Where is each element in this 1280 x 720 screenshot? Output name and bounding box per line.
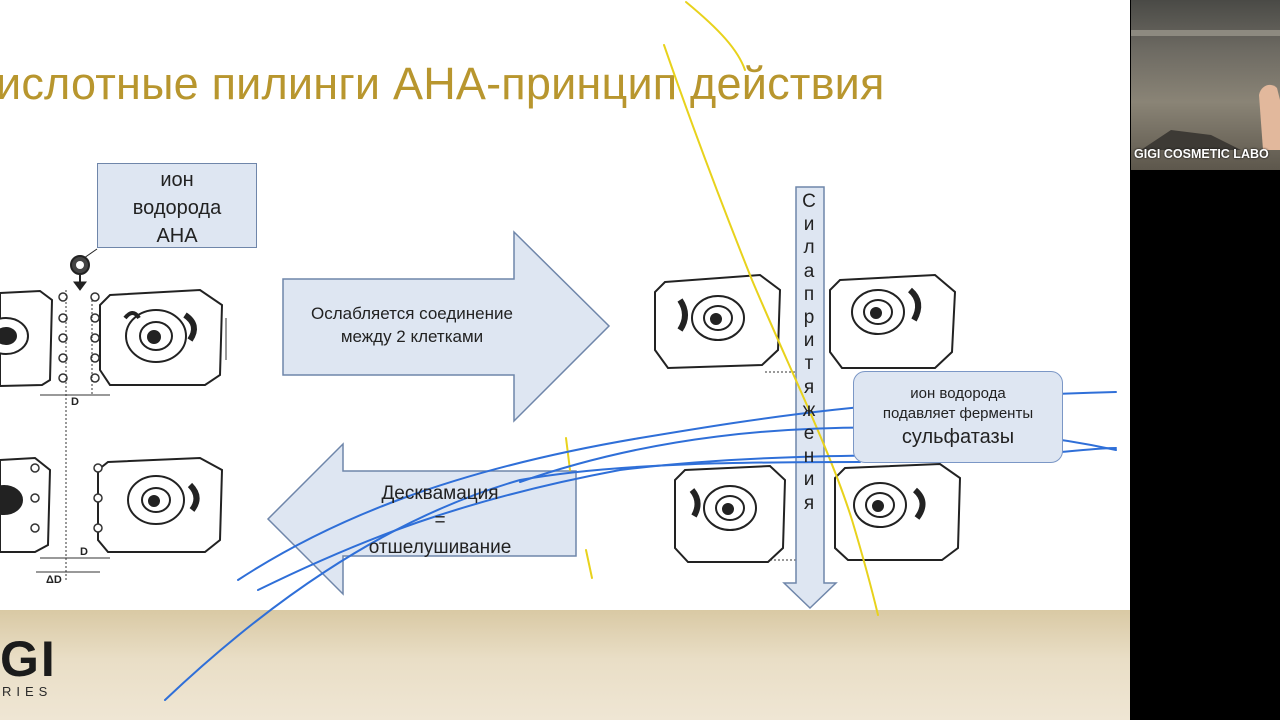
cell-cluster-right: [654, 273, 962, 563]
distance-label-d2: D: [80, 546, 88, 558]
vertical-letter: н: [803, 446, 815, 468]
enzyme-box-line1: ион водорода: [910, 385, 1006, 402]
arrow-right-line1: Ослабляется соединение: [311, 304, 513, 323]
vertical-letter: и: [803, 214, 815, 236]
ion-box-line2: водорода: [132, 197, 222, 219]
arrow-left-line2: =: [434, 510, 446, 531]
arrow-left-line3: отшелушивание: [368, 537, 512, 558]
video-feed-shapes: [1131, 30, 1280, 150]
vertical-letter: л: [803, 237, 815, 259]
cell-cluster-left: [0, 288, 224, 553]
vertical-letter: ж: [802, 399, 816, 421]
ion-box-line3: АНА: [156, 225, 198, 247]
arrow-left-shape: [266, 442, 577, 596]
enzyme-box-line2: подавляет ферменты: [882, 405, 1034, 422]
vertical-letter: е: [803, 423, 815, 445]
participant-video-tile[interactable]: [1131, 0, 1280, 170]
hydrogen-ion: [70, 248, 98, 291]
vertical-letter: С: [802, 191, 816, 212]
vertical-label: С и л а п р и т я ж е н и я: [797, 190, 821, 515]
enzyme-box-line3: сульфатазы: [901, 426, 1015, 448]
measure-lines-right: [765, 371, 800, 561]
vertical-letter: и: [803, 469, 815, 491]
participant-name: GIGI COSMETIC LABO: [1134, 147, 1269, 161]
desmosome-dots-left: [30, 292, 103, 533]
arrow-right-label: Ослабляется соединение между 2 клетками: [292, 302, 532, 348]
brand-logo: GI: [0, 631, 57, 687]
vertical-letter: я: [803, 376, 815, 398]
distance-label-d1: D: [71, 396, 79, 408]
arrow-down-shape: [782, 186, 838, 610]
arrow-right-shape: [282, 230, 611, 423]
arrow-left-line1: Десквамация: [381, 483, 499, 504]
distance-label-delta: ΔD: [46, 574, 62, 586]
hydrogen-ion-label-box: ион водорода АНА: [97, 163, 257, 248]
diagram-drawing: [0, 1, 1117, 701]
footer-band: [0, 610, 1130, 720]
yellow-pen-annotations: [565, 1, 879, 616]
enzyme-label-box: ион водорода подавляет ферменты сульфата…: [853, 371, 1063, 463]
arrow-right-line2: между 2 клетками: [340, 327, 484, 346]
slide-title: ислотные пилинги АНА-принцип действия: [0, 58, 885, 109]
vertical-letter: п: [803, 283, 815, 305]
vertical-letter: и: [803, 330, 815, 352]
measure-lines-left: [36, 290, 227, 580]
brand-logo-subtext: RIES: [2, 684, 53, 699]
ion-box-line1: ион: [160, 169, 194, 191]
vertical-letter: р: [803, 307, 815, 329]
arrow-left-label: Десквамация = отшелушивание: [345, 480, 535, 561]
vertical-letter: я: [803, 492, 815, 514]
vertical-letter: а: [803, 260, 815, 282]
presentation-slide: ислотные пилинги АНА-принцип действия: [0, 0, 1130, 720]
vertical-letter: т: [804, 353, 814, 375]
